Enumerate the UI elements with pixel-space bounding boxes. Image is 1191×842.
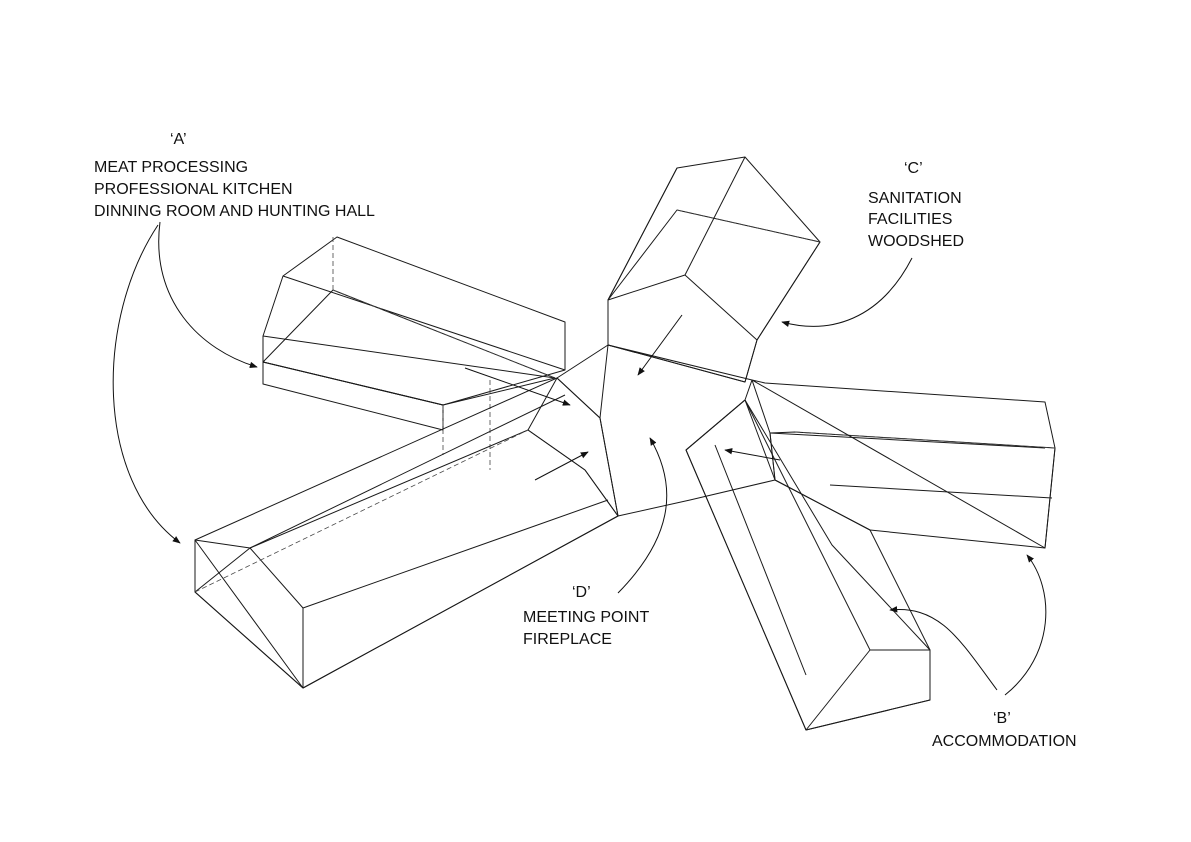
southeast-wing-ridge [744,399,871,651]
label-a-line-2: PROFESSIONAL KITCHEN [94,181,293,198]
label-c-line-1: SANITATION [868,190,962,207]
leader-arrows [112,221,1047,696]
label-c-line-3: WOODSHED [868,233,964,250]
flow-arrow-a-long [534,451,589,481]
north-wing-floor [607,209,821,383]
volume-a-long-wing [194,377,619,689]
north-wing-ridge [607,167,678,301]
long-wing-roof-outline [194,377,619,689]
volume-b-east-wing [751,379,1056,549]
upper-wing-wall [262,361,444,431]
label-a-letter: ‘A’ [170,131,187,148]
central-fold-line-3 [599,344,609,419]
east-wing-roof [751,379,1056,549]
southeast-wing-outline [685,399,931,731]
long-wing-ridge [249,394,566,549]
label-a-line-1: MEAT PROCESSING [94,159,248,176]
upper-wing-ridge [282,275,566,371]
southeast-wing-ridge-3 [805,649,871,731]
long-wing-floor [194,429,619,689]
label-c: ‘C’ SANITATION FACILITIES WOODSHED [868,160,964,250]
north-wing-ridge-3 [684,274,758,341]
label-d-line-1: MEETING POINT [523,609,649,626]
flow-arrow-a-upper [464,367,571,406]
label-a-line-3: DINNING ROOM AND HUNTING HALL [94,203,375,220]
label-d: ‘D’ MEETING POINT FIREPLACE [523,584,649,648]
flow-arrow-b-east [724,448,781,461]
long-wing-ridge-2 [302,499,609,609]
label-c-line-2: FACILITIES [868,211,952,228]
volume-c-north-wing [607,156,821,383]
east-wing-ridge [769,432,1046,449]
central-fold-line [556,377,619,517]
label-b: ‘B’ ACCOMMODATION [932,710,1077,750]
leader-a-upper [158,221,258,369]
leader-a-lower [112,224,181,544]
volume-d-meeting-point [527,344,776,517]
north-wing-roof [607,156,821,383]
flow-arrows [464,314,781,481]
leader-c [781,257,913,327]
label-b-letter: ‘B’ [993,710,1011,727]
east-wing-ridge-2 [829,484,1053,499]
label-c-letter: ‘C’ [904,160,923,177]
label-d-line-2: FIREPLACE [523,631,612,648]
label-d-letter: ‘D’ [572,584,591,601]
southeast-wing-floor [685,399,931,731]
north-wing-ridge-4 [607,274,686,301]
label-b-line-1: ACCOMMODATION [932,733,1077,750]
volume-b-southeast-wing [685,399,931,731]
upper-wing-roof [262,236,566,406]
north-wing-ridge-2 [684,156,746,276]
label-a: ‘A’ MEAT PROCESSING PROFESSIONAL KITCHEN… [94,131,375,220]
leader-b-southeast [889,606,998,691]
leader-d [617,437,668,594]
southeast-wing-ridge-4 [714,444,807,676]
upper-wing-eave [262,335,556,379]
east-wing-hidden [794,431,1056,449]
long-wing-hidden [194,429,529,593]
volume-a-upper-wing [262,236,566,470]
flow-arrow-c [637,314,683,376]
central-floor [527,344,776,517]
leader-b-east [1004,554,1047,696]
long-wing-end-wall [194,539,304,689]
north-wing-hidden [676,209,821,243]
central-fold-line-2 [685,379,753,451]
upper-wing-floor [262,289,556,406]
